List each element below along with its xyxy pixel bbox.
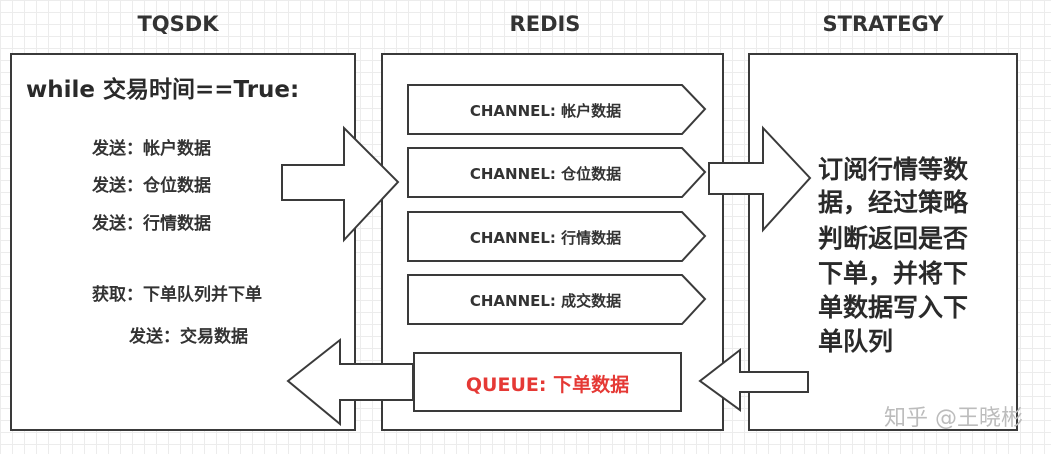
arrow-redis-to-tqsdk [286,337,414,427]
arrow-redis-to-strategy [708,125,812,233]
strategy-line: 订阅行情等数 [818,155,969,184]
channel-shape [407,84,707,135]
strategy-line: 单数据写入下 [818,293,969,322]
header-redis: REDIS [509,12,581,36]
tqsdk-loop-title: while 交易时间==True: [26,77,300,103]
channel-label: CHANNEL: 行情数据 [469,229,622,247]
queue-label: QUEUE: 下单数据 [465,374,630,396]
strategy-line: 判断返回是否 [818,224,969,253]
channel-shape [407,211,707,262]
channel-label: CHANNEL: 仓位数据 [469,165,622,183]
tqsdk-step: 发送：仓位数据 [92,176,211,196]
channel-shape [407,274,707,325]
arrow-tqsdk-to-redis [281,125,400,243]
channel-label: CHANNEL: 帐户数据 [469,102,622,120]
tqsdk-step: 发送：帐户数据 [92,139,211,159]
tqsdk-step: 发送：交易数据 [129,327,248,347]
strategy-line: 据，经过策略 [818,188,969,217]
header-tqsdk: TQSDK [137,12,219,36]
tqsdk-step: 发送：行情数据 [92,214,211,234]
strategy-line: 单队列 [818,327,894,356]
channel-shape [407,147,707,198]
strategy-line: 下单，并将下 [818,259,969,288]
channel-label: CHANNEL: 成交数据 [469,292,622,310]
watermark: 知乎 @王晓彬 [884,406,1023,431]
arrow-strategy-to-queue [698,347,809,412]
tqsdk-step: 获取：下单队列并下单 [92,285,262,305]
strategy-box [748,53,1018,431]
header-strategy: STRATEGY [822,12,944,36]
queue-shape [413,352,682,412]
tqsdk-box [10,53,356,431]
